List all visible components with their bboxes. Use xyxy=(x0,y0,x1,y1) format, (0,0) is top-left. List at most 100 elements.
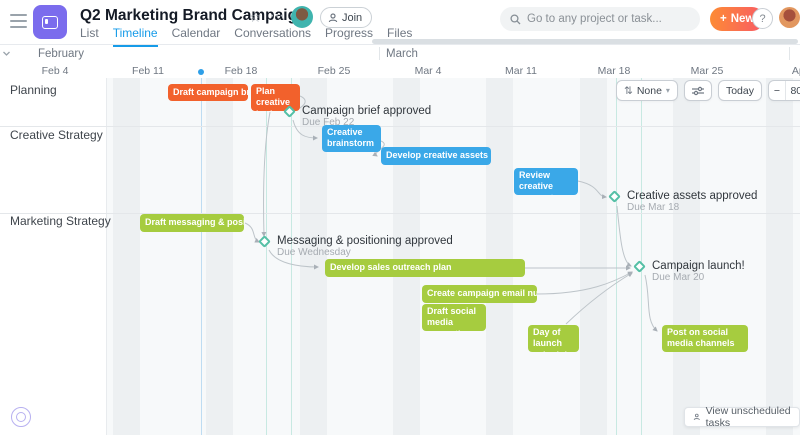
project-icon[interactable] xyxy=(33,5,67,39)
week-label-mar-11: Mar 11 xyxy=(505,65,537,77)
top-bar: Q2 Marketing Brand Campaign ☆ ⋯ Join Lis… xyxy=(0,0,800,47)
horizontal-scrollbar[interactable] xyxy=(372,39,798,44)
join-label: Join xyxy=(342,11,363,24)
help-button[interactable]: ? xyxy=(752,8,773,29)
task-bar-draft-messaging-positioning[interactable]: Draft messaging & positioning xyxy=(140,214,244,232)
tab-files[interactable]: Files xyxy=(387,26,413,40)
month-label-february: February xyxy=(38,48,85,60)
section-label-planning: Planning xyxy=(10,83,57,97)
board-icon xyxy=(42,15,58,29)
today-marker-dot xyxy=(198,69,204,75)
milestone-guide-line xyxy=(266,78,267,435)
chevron-down-icon: ▾ xyxy=(665,86,670,95)
today-line xyxy=(201,78,202,435)
milestone-due-date: Due Mar 20 xyxy=(652,272,705,283)
task-bar-plan-creative-brainstorm[interactable]: Plan creative brainstorm xyxy=(251,84,300,111)
weekend-band xyxy=(486,78,513,435)
tab-conversations[interactable]: Conversations xyxy=(234,26,312,40)
user-avatar[interactable] xyxy=(779,7,800,28)
zoom-controls: − 80% + xyxy=(767,80,800,101)
sliders-icon xyxy=(691,86,704,95)
month-row: February March xyxy=(0,45,800,62)
weekend-band xyxy=(113,78,140,435)
dependency-line xyxy=(244,222,260,243)
zoom-level[interactable]: 80% xyxy=(784,81,800,100)
weekend-band xyxy=(206,78,233,435)
beacon-icon[interactable] xyxy=(11,407,31,427)
task-bar-post-on-social-media-channels[interactable]: Post on social media channels xyxy=(662,325,748,352)
help-label: ? xyxy=(759,12,766,25)
search-icon xyxy=(510,13,521,24)
sort-icon: ⇅ xyxy=(624,84,633,97)
plus-icon: + xyxy=(720,13,727,25)
hamburger-menu-icon[interactable] xyxy=(10,14,27,28)
week-label-feb-11: Feb 11 xyxy=(132,65,164,77)
milestone-guide-line xyxy=(616,78,617,435)
section-divider xyxy=(0,213,800,214)
task-bar-creative-brainstorm[interactable]: Creative brainstorm xyxy=(322,125,381,152)
milestone-due-date: Due Wednesday xyxy=(277,247,351,258)
search-bar[interactable] xyxy=(500,7,700,31)
task-bar-day-of-launch-schedule[interactable]: Day of launch schedule xyxy=(528,325,579,352)
zoom-out-button[interactable]: − xyxy=(773,84,781,97)
person-icon xyxy=(693,413,700,421)
star-icon[interactable]: ☆ xyxy=(249,9,262,25)
sort-label: None xyxy=(636,84,662,97)
timeline-toolbar: ⇅ None ▾ Today − 80% + xyxy=(616,80,800,101)
weekend-band xyxy=(673,78,700,435)
join-button[interactable]: Join xyxy=(320,7,373,28)
week-label-feb-25: Feb 25 xyxy=(317,65,351,77)
task-bar-draft-social-media-promotion-plan[interactable]: Draft social media promotion plan xyxy=(422,304,486,331)
milestone-guide-line xyxy=(641,78,642,435)
section-label-creative-strategy: Creative Strategy xyxy=(10,128,103,142)
week-label-mar-4: Mar 4 xyxy=(414,65,442,77)
task-bar-create-campaign-email-nurture-path[interactable]: Create campaign email nurture path xyxy=(422,285,537,303)
today-button[interactable]: Today xyxy=(717,80,762,101)
tab-list[interactable]: List xyxy=(80,26,99,40)
member-avatar[interactable] xyxy=(291,6,313,28)
month-divider xyxy=(379,47,380,60)
month-label-march: March xyxy=(386,48,418,60)
milestone-diamond-messaging-positioning-approved[interactable] xyxy=(257,234,271,248)
tab-calendar[interactable]: Calendar xyxy=(171,26,221,40)
milestone-diamond-campaign-launch[interactable] xyxy=(632,259,646,273)
milestone-text-campaign-launch: Campaign launch!Due Mar 20 xyxy=(652,260,745,283)
month-divider xyxy=(789,47,790,60)
week-label-feb-18: Feb 18 xyxy=(224,65,258,77)
person-icon xyxy=(328,12,338,22)
timeline-header: February March Feb 4 Feb 11 Feb 18 Feb 25 Mar… xyxy=(0,44,800,78)
more-options-icon[interactable]: ⋯ xyxy=(270,7,285,23)
search-input[interactable] xyxy=(527,13,687,25)
milestone-due-date: Due Mar 18 xyxy=(627,202,680,213)
unscheduled-label: View unscheduled tasks xyxy=(705,405,791,429)
weekend-band xyxy=(580,78,607,435)
milestone-label: Campaign launch! xyxy=(652,260,745,272)
milestone-label: Creative assets approved xyxy=(627,190,758,202)
tabs: List Timeline Calendar Conversations Progres… xyxy=(80,26,412,47)
tab-timeline[interactable]: Timeline xyxy=(112,26,158,47)
section-label-marketing-strategy: Marketing Strategy xyxy=(10,214,111,228)
milestone-diamond-creative-assets-approved[interactable] xyxy=(607,189,621,203)
chevron-down-icon[interactable] xyxy=(2,49,11,58)
week-label-mar-25: Mar 25 xyxy=(690,65,724,77)
task-bar-develop-sales-outreach-plan[interactable]: Develop sales outreach plan xyxy=(325,259,525,277)
task-bar-review-creative-concepts[interactable]: Review creative concepts xyxy=(514,168,578,195)
week-label-feb-4: Feb 4 xyxy=(41,65,69,77)
week-label-apr: Apr xyxy=(791,65,800,77)
project-title: Q2 Marketing Brand Campaign xyxy=(80,7,307,24)
weekend-band xyxy=(766,78,793,435)
dependency-line xyxy=(616,205,632,267)
milestone-label: Campaign brief approved xyxy=(302,105,432,117)
view-unscheduled-tasks-button[interactable]: View unscheduled tasks xyxy=(684,405,800,429)
tab-progress[interactable]: Progress xyxy=(325,26,374,40)
filter-button[interactable] xyxy=(683,80,712,101)
milestone-due-date: Due Feb 22 xyxy=(302,117,355,128)
sort-button[interactable]: ⇅ None ▾ xyxy=(616,80,678,101)
task-bar-draft-campaign-brief[interactable]: Draft campaign brief xyxy=(168,84,248,101)
task-bar-develop-creative-assets[interactable]: Develop creative assets xyxy=(381,147,491,165)
new-label: New xyxy=(730,13,755,25)
